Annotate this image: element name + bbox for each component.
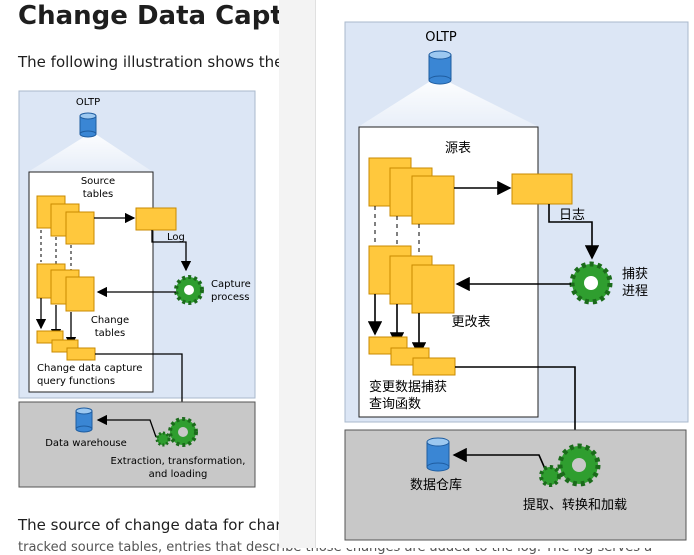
query-label-2: query functions [37,376,115,387]
oltp-beam [358,82,539,127]
diagram-chinese: OLTP 源表 日志 捕获 进程 更改表 变更数据捕获 查询函数 数据仓库 [344,21,689,541]
log-icon [511,173,573,205]
change-tables-label: 更改表 [451,315,490,330]
log-icon [135,207,177,231]
dw-panel [344,429,687,541]
query-label-1: Change data capture [37,363,142,374]
capture-label-1: Capture [211,279,251,290]
query-functions [368,336,456,376]
database-icon [428,50,452,85]
etl-label: 提取、转换和加载 [523,497,627,513]
etl-label-2: and loading [149,469,208,480]
source-tables [36,195,95,245]
dw-panel [18,401,256,488]
gear-icon [539,443,601,487]
change-tables-label-2: tables [95,328,126,339]
database-icon [426,437,450,472]
change-tables-label-1: Change [91,315,129,326]
log-label: Log [167,232,185,243]
oltp-label: OLTP [425,30,457,45]
gear-icon [569,261,613,305]
bottom-paragraph: The source of change data for chang [18,516,295,534]
source-tables-label-1: Source [81,176,115,187]
etl-label-1: Extraction, transformation, [111,456,246,467]
source-tables-label: 源表 [445,141,471,156]
database-icon [75,407,93,433]
database-icon [79,112,97,138]
capture-label-1: 捕获 [622,266,648,282]
oltp-label: OLTP [76,97,100,108]
dw-label: 数据仓库 [410,477,462,493]
source-tables-label-2: tables [83,189,114,200]
query-label-1: 变更数据捕获 [369,379,447,395]
diagram-english: OLTP Source tables Log Capture process C… [18,90,256,488]
oltp-beam [28,135,153,172]
query-functions [36,330,96,361]
log-label: 日志 [559,208,585,223]
intro-paragraph: The following illustration shows the p [18,53,298,71]
dw-label: Data warehouse [45,438,127,449]
change-tables [368,245,455,314]
capture-label-2: 进程 [622,284,648,299]
query-label-2: 查询函数 [369,397,421,412]
source-tables [368,157,455,225]
overlay-gutter [279,0,316,548]
change-tables [36,263,95,312]
gear-icon [174,275,204,305]
capture-label-2: process [211,292,249,303]
gear-icon [155,417,198,447]
